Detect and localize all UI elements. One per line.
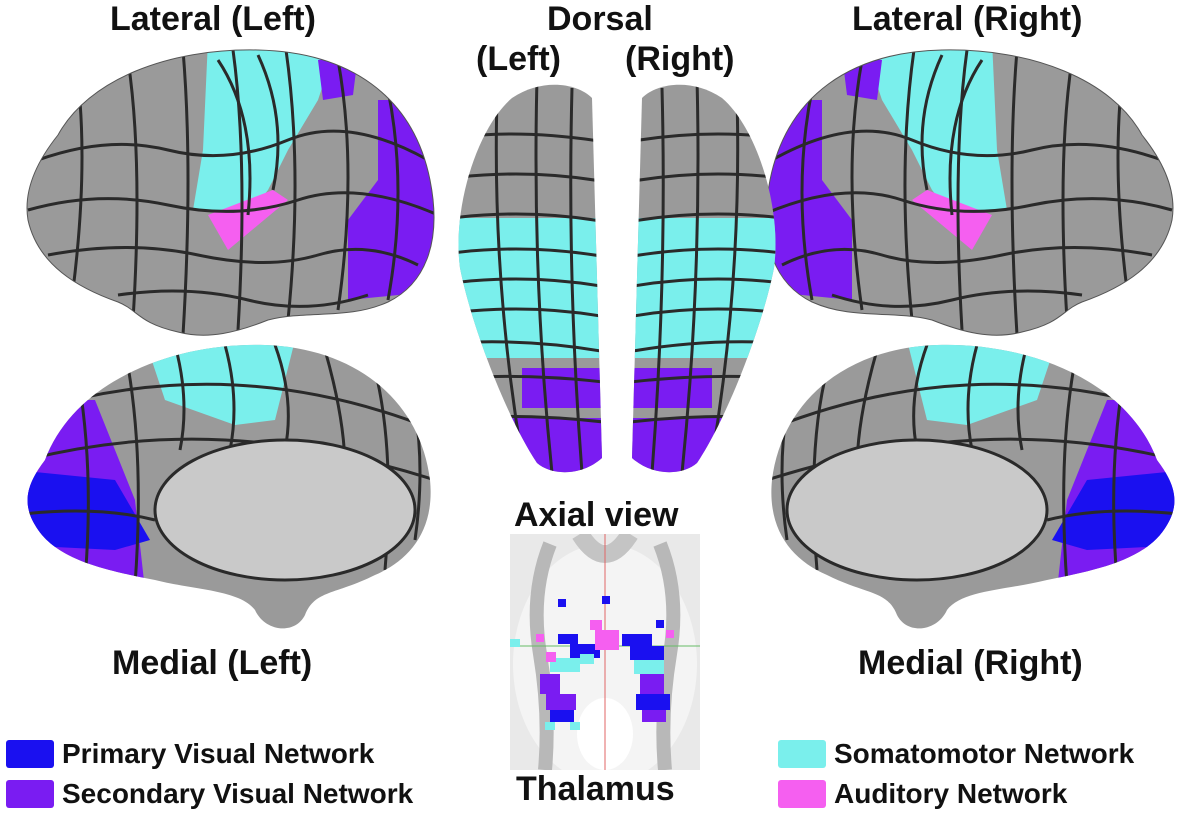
axial-view-label: Axial view [514,496,679,534]
legend-item-auditory: Auditory Network [778,778,1067,810]
medial-left-brain [15,340,435,635]
lateral-left-label: Lateral (Left) [110,0,316,38]
medial-right-brain [767,340,1187,635]
axial-slice [510,534,700,770]
auditory-swatch [778,780,826,808]
medial-right-label: Medial (Right) [858,644,1083,682]
medial-left-label: Medial (Left) [112,644,313,682]
somatomotor-swatch [778,740,826,768]
thalamus-label: Thalamus [516,770,675,808]
legend-label: Auditory Network [834,778,1068,809]
lateral-left-brain [18,40,448,345]
lateral-right-label: Lateral (Right) [852,0,1083,38]
dorsal-label: Dorsal [547,0,653,38]
legend-item-primary-visual: Primary Visual Network [6,738,374,770]
legend-item-somatomotor: Somatomotor Network [778,738,1134,770]
legend-item-secondary-visual: Secondary Visual Network [6,778,413,810]
dorsal-right-label: (Right) [625,40,735,78]
legend-label: Somatomotor Network [834,738,1135,769]
legend-label: Primary Visual Network [62,738,375,769]
dorsal-left-label: (Left) [476,40,561,78]
secondary-visual-swatch [6,780,54,808]
legend-label: Secondary Visual Network [62,778,414,809]
lateral-right-brain [752,40,1182,345]
primary-visual-swatch [6,740,54,768]
dorsal-brain [452,78,782,478]
